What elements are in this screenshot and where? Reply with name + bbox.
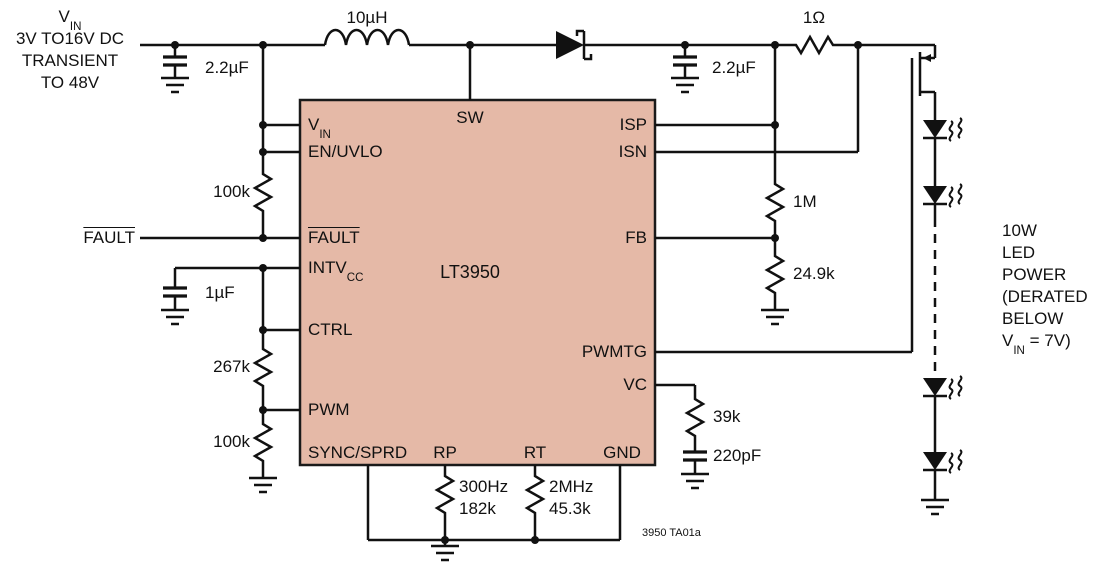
rp-resistor-value: 182k	[459, 499, 496, 518]
pin-fault: FAULT	[308, 228, 360, 247]
pin-vc: VC	[623, 375, 647, 394]
vc-network	[655, 383, 709, 490]
pin-sync-sprd: SYNC/SPRD	[308, 443, 408, 462]
pin-pwmtg: PWMTG	[581, 342, 647, 361]
input-capacitor-icon	[161, 45, 189, 94]
ground-icon	[921, 498, 949, 516]
led-icon	[923, 186, 947, 204]
rt-freq-label: 2MHz	[549, 477, 594, 496]
pin-isn: ISN	[618, 142, 647, 161]
led-icon	[923, 378, 947, 396]
inductor-value: 10µH	[346, 8, 388, 27]
isn-wire	[655, 45, 860, 154]
fault-pullup-value: 100k	[213, 182, 250, 201]
led-note-line: 10W	[1002, 221, 1037, 240]
pin-vin: VIN	[308, 115, 331, 141]
ground-icon	[249, 476, 277, 494]
isp-fb-network	[655, 45, 789, 326]
input-transient-value: TO 48V	[40, 73, 100, 92]
ground-icon	[761, 308, 789, 326]
intvcc-network	[161, 266, 300, 326]
fb-resistor-value: 24.9k	[793, 264, 835, 283]
led-light-icon	[948, 117, 963, 142]
rt-resistor-value: 45.3k	[549, 499, 591, 518]
resistor-182k-icon	[434, 472, 456, 517]
fault-signal-label: FAULT	[83, 228, 135, 247]
sense-resistor-icon	[792, 34, 837, 56]
resistor-1m-icon	[764, 180, 786, 225]
figure-caption: 3950 TA01a	[642, 527, 701, 539]
ctrl-resistor-value: 267k	[213, 357, 250, 376]
led-note-line: LED	[1002, 243, 1036, 262]
resistor-39k-icon	[684, 395, 706, 440]
ic-body	[298, 98, 657, 467]
led-icon	[923, 452, 947, 470]
pmos-switch-icon	[910, 45, 937, 120]
sense-resistor-value: 1Ω	[802, 8, 826, 27]
pin-intvcc: INTVCC	[308, 258, 364, 284]
led-note-line: VIN = 7V)	[1002, 331, 1071, 357]
pin-isp: ISP	[619, 115, 647, 134]
bottom-pins-network	[366, 465, 622, 562]
ctrl-pwm-network	[249, 268, 300, 494]
led-light-icon	[948, 449, 963, 474]
vin-label: VIN	[58, 7, 82, 33]
rp-freq-label: 300Hz	[459, 477, 509, 496]
input-transient-label: TRANSIENT	[21, 51, 119, 70]
pwm-resistor-value: 100k	[213, 432, 250, 451]
ic-part-number: LT3950	[440, 262, 500, 282]
led-note-line: POWER	[1002, 265, 1067, 284]
led-power-note: 10W LED POWER (DERATED BELOW VIN = 7V)	[1002, 220, 1098, 357]
pin-rt: RT	[523, 443, 547, 462]
inductor-icon	[323, 28, 411, 46]
output-cap-value: 2.2µF	[712, 58, 756, 77]
pin-fb: FB	[625, 228, 647, 247]
vc-resistor-value: 39k	[713, 407, 741, 426]
resistor-100k-fault-icon	[252, 170, 274, 215]
pin-en-uvlo: EN/UVLO	[308, 142, 383, 161]
vin-en-fault-network	[140, 45, 300, 240]
resistor-45k3-icon	[524, 472, 546, 517]
input-range-label: 3V TO16V DC	[15, 29, 125, 48]
led-icon	[923, 120, 947, 138]
output-capacitor-icon	[671, 45, 699, 94]
resistor-100k-pwm-icon	[252, 420, 274, 465]
schottky-diode-icon	[556, 29, 593, 61]
pin-gnd: GND	[603, 443, 641, 462]
ground-icon	[681, 472, 709, 490]
ground-icon	[161, 308, 189, 326]
pin-sw: SW	[456, 108, 484, 127]
ground-icon	[671, 76, 699, 94]
led-light-icon	[948, 375, 963, 400]
pin-pwm: PWM	[308, 400, 350, 419]
ground-icon	[431, 544, 459, 562]
intvcc-cap-value: 1µF	[205, 283, 235, 302]
ground-icon	[161, 76, 189, 94]
led-note-line: BELOW	[1002, 309, 1064, 328]
input-cap-value: 2.2µF	[205, 58, 249, 77]
junction-dots	[171, 41, 862, 544]
isp-resistor-value: 1M	[793, 192, 817, 211]
led-light-icon	[948, 183, 963, 208]
pin-ctrl: CTRL	[308, 320, 353, 339]
led-string	[921, 117, 963, 516]
led-note-line: (DERATED	[1002, 287, 1088, 306]
resistor-267k-icon	[252, 345, 274, 390]
vc-cap-value: 220pF	[713, 446, 762, 465]
pin-rp: RP	[433, 443, 457, 462]
input-voltage-note: VIN 3V TO16V DC TRANSIENT TO 48V	[2, 6, 138, 94]
capacitor-220pf-icon	[683, 450, 707, 462]
resistor-24k9-icon	[764, 252, 786, 297]
pwmtg-wire	[655, 92, 914, 354]
